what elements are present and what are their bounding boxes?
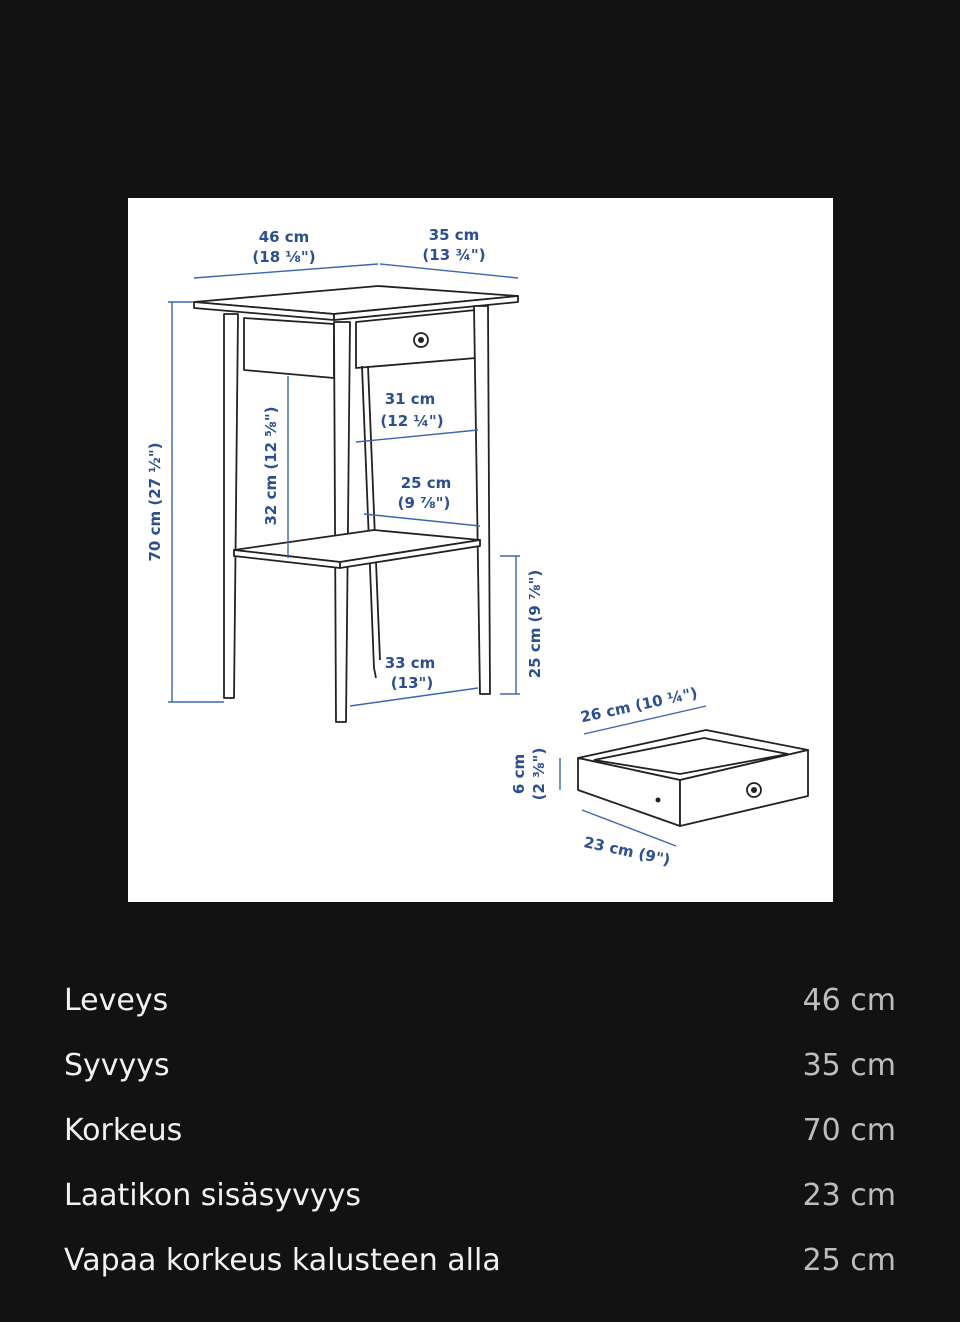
dim-width-in: (18 ⅛") (252, 248, 315, 266)
dim-inner-width-2-in: (9 ⅞") (398, 494, 451, 512)
dim-inner-width-2: 25 cm (401, 474, 452, 492)
dim-width: 46 cm (259, 228, 310, 246)
dim-height: 70 cm (27 ½") (146, 443, 164, 562)
dimension-drawing: 46 cm (18 ⅛") 35 cm (13 ¾") 70 cm (27 ½"… (146, 226, 809, 869)
shelf-side (339, 539, 481, 569)
spec-value: 35 cm (802, 1048, 896, 1083)
apron-front (243, 317, 335, 379)
product-dimension-image: 46 cm (18 ⅛") 35 cm (13 ¾") 70 cm (27 ½"… (128, 198, 833, 902)
dim-shelf-gap: 32 cm (12 ⅝") (262, 407, 280, 526)
spec-row-depth: Syvyys 35 cm (64, 1033, 896, 1098)
drawer-box-front (679, 749, 809, 827)
spec-value: 70 cm (802, 1113, 896, 1148)
dimension-spec-list: Leveys 46 cm Syvyys 35 cm Korkeus 70 cm … (64, 968, 896, 1293)
dim-inner-width-1-in: (12 ¼") (380, 412, 443, 430)
spec-label: Leveys (64, 983, 169, 1018)
spec-label: Korkeus (64, 1113, 183, 1148)
spec-label: Syvyys (64, 1048, 170, 1083)
spec-value: 23 cm (802, 1178, 896, 1213)
spec-row-drawer-inner-depth: Laatikon sisäsyvyys 23 cm (64, 1163, 896, 1228)
leg-back-right (361, 365, 377, 679)
leg-front-left (333, 321, 351, 723)
spec-value: 46 cm (802, 983, 896, 1018)
table-top-side (333, 295, 519, 321)
dim-bottom-depth: 33 cm (385, 654, 436, 672)
spec-value: 25 cm (802, 1243, 896, 1278)
dim-drawer-height: 6 cm (510, 754, 528, 794)
dim-drawer-width: 26 cm (10 ¼") (579, 684, 699, 726)
dim-inner-width-1: 31 cm (385, 390, 436, 408)
spec-label: Vapaa korkeus kalusteen alla (64, 1243, 501, 1278)
dim-under-height: 25 cm (9 ⅞") (526, 570, 544, 679)
leg-back-left (223, 313, 239, 699)
dim-depth: 35 cm (429, 226, 480, 244)
dim-depth-in: (13 ¾") (422, 246, 485, 264)
leg-front-right (473, 305, 491, 695)
dim-bottom-depth-in: (13") (391, 674, 433, 692)
spec-row-width: Leveys 46 cm (64, 968, 896, 1033)
spec-row-height: Korkeus 70 cm (64, 1098, 896, 1163)
dim-drawer-height-in: (2 ⅜") (530, 748, 548, 801)
spec-label: Laatikon sisäsyvyys (64, 1178, 362, 1213)
spec-row-clearance: Vapaa korkeus kalusteen alla 25 cm (64, 1228, 896, 1293)
